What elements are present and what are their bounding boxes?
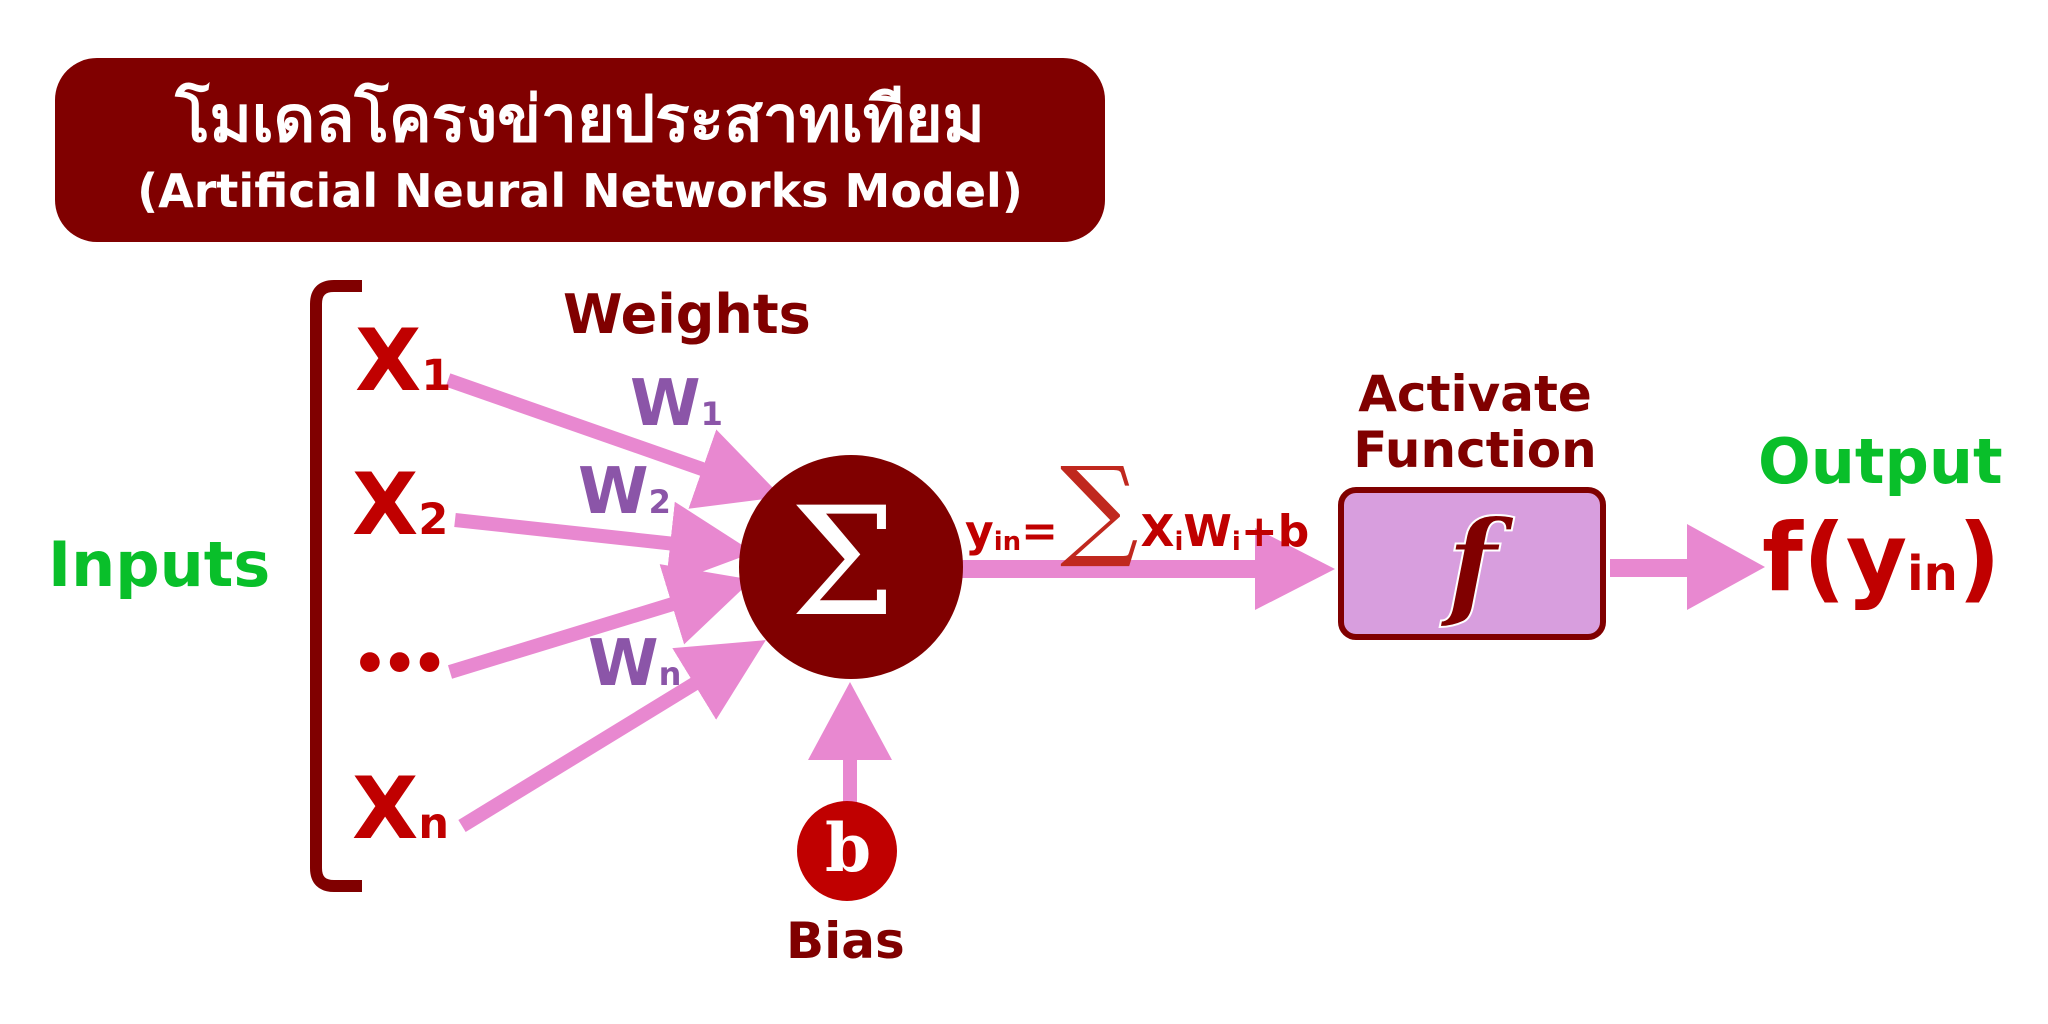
sigma-icon: Σ bbox=[790, 476, 897, 650]
arrow-xn bbox=[458, 640, 766, 832]
activation-function-node: f bbox=[1338, 487, 1606, 640]
weight-w2: W2 bbox=[578, 455, 671, 529]
output-expression: f(yin) bbox=[1762, 504, 2001, 613]
arrow-activation-to-output bbox=[1687, 524, 1765, 610]
output-label: Output bbox=[1758, 425, 2003, 498]
arrow-x2 bbox=[454, 501, 754, 586]
weights-label: Weights bbox=[563, 283, 811, 346]
title-thai: โมเดลโครงข่ายประสาทเทียม bbox=[175, 83, 985, 157]
bias-label: Bias bbox=[786, 912, 905, 970]
arrow-dots bbox=[447, 564, 753, 679]
input-x2: X2 bbox=[352, 455, 449, 555]
title-english: (Artificial Neural Networks Model) bbox=[137, 164, 1023, 218]
weight-wn: Wn bbox=[588, 627, 682, 701]
function-f-symbol: f bbox=[1446, 493, 1499, 633]
arrow-x1 bbox=[445, 373, 782, 509]
activate-function-label: Activate Function bbox=[1353, 365, 1597, 479]
bias-node bbox=[797, 801, 897, 901]
inputs-bracket bbox=[310, 280, 362, 892]
inputs-label: Inputs bbox=[48, 528, 271, 601]
weight-w1: W1 bbox=[630, 367, 723, 441]
input-xn: Xn bbox=[352, 759, 449, 859]
arrow-sum-to-activation bbox=[1255, 528, 1335, 610]
input-x1: X1 bbox=[355, 311, 452, 411]
summation-node bbox=[739, 455, 963, 679]
title-banner: โมเดลโครงข่ายประสาทเทียม (Artificial Neu… bbox=[55, 58, 1105, 242]
input-ellipsis: ••• bbox=[352, 632, 447, 697]
bias-symbol: b bbox=[825, 809, 872, 887]
